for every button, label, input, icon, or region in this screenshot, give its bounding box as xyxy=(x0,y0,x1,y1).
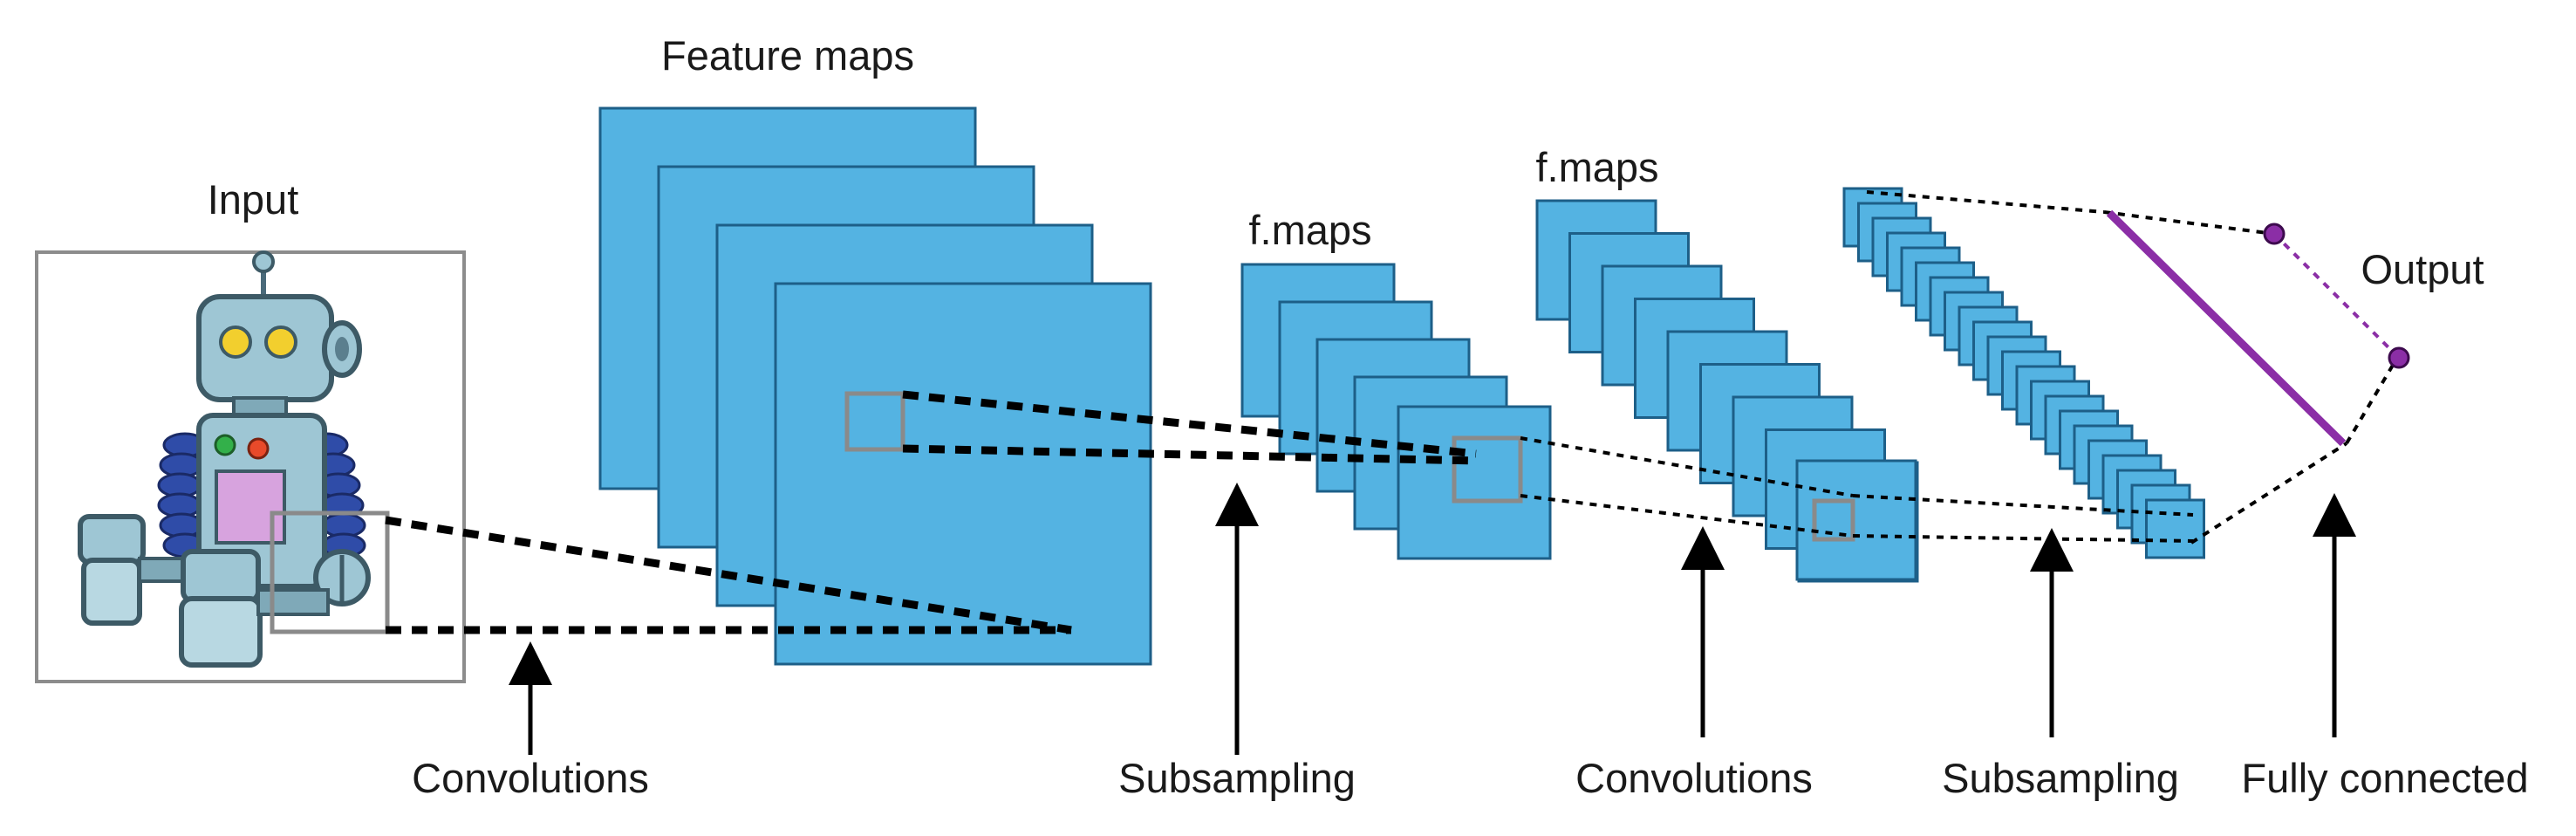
output-node xyxy=(2388,346,2410,369)
label-output: Output xyxy=(2361,246,2484,292)
label-f-maps-1: f.maps xyxy=(1248,207,1371,253)
subsample-window xyxy=(844,391,905,452)
feature-map xyxy=(774,282,1152,666)
label-feature-maps: Feature maps xyxy=(661,32,914,79)
subsample-window xyxy=(1812,498,1855,542)
label-convolutions-1: Convolutions xyxy=(412,755,649,801)
label-subsampling-2: Subsampling xyxy=(1942,755,2179,801)
feature-maps-layer-3 xyxy=(1535,199,1919,583)
label-convolutions-2: Convolutions xyxy=(1575,755,1813,801)
label-input: Input xyxy=(208,176,299,223)
receptive-field-window xyxy=(270,511,390,634)
connection-lines xyxy=(385,190,2399,634)
feature-map xyxy=(2145,498,2205,559)
output-link xyxy=(2272,232,2401,360)
input-image xyxy=(35,250,466,683)
feature-map xyxy=(1397,405,1552,560)
conv-window xyxy=(1452,435,1523,504)
label-fully-connected: Fully connected xyxy=(2241,755,2528,801)
feature-maps-layer-1 xyxy=(598,106,1152,666)
output-layer xyxy=(2106,209,2410,447)
robot-illustration xyxy=(78,250,371,668)
feature-maps-layer-4 xyxy=(1842,187,2205,559)
label-f-maps-2: f.maps xyxy=(1535,144,1658,190)
output-node xyxy=(2263,223,2286,245)
fully-connected-bar xyxy=(2106,209,2347,447)
feature-map xyxy=(1795,459,1917,581)
feature-maps-layer-2 xyxy=(1240,263,1552,560)
arrows xyxy=(509,483,2356,755)
label-subsampling-1: Subsampling xyxy=(1118,755,1356,801)
